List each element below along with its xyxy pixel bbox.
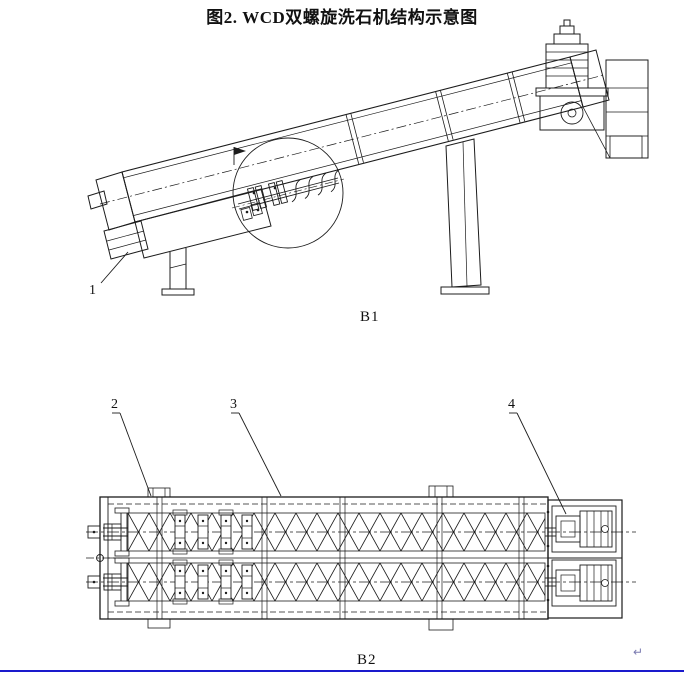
caption-b2: B2: [357, 652, 377, 668]
b1-detail-circle: [231, 137, 345, 249]
b2-lifting-lugs: [147, 485, 454, 631]
b1-overflow-box: [103, 220, 149, 260]
part-label-2: 2: [111, 397, 118, 412]
b2-leader-part2: [112, 412, 152, 497]
b2-leader-part4: [509, 412, 567, 515]
b2-leader-part3: [231, 412, 282, 497]
b1-side-view-drawing: [87, 19, 649, 296]
b1-center-axis: [99, 74, 605, 205]
b2-spiral-auger-bottom: [103, 562, 556, 602]
b1-support-column: [440, 138, 490, 295]
page-bottom-rule: [0, 670, 684, 672]
b2-left-bearings: [87, 507, 130, 607]
b1-feed-end: [87, 171, 272, 259]
b1-drive-motor: [535, 19, 609, 131]
b1-weld-flag: [233, 147, 246, 165]
paragraph-return-mark: ↵: [633, 645, 644, 659]
b1-discharge-frame: [569, 49, 649, 159]
b1-trough-body: [121, 56, 584, 223]
b2-plan-view-drawing: [86, 412, 636, 631]
part-label-1: 1: [89, 283, 96, 298]
part-label-4: 4: [508, 397, 515, 412]
caption-b1: B1: [360, 309, 380, 325]
b1-leader-part1: [100, 251, 129, 284]
b2-spiral-auger-top: [103, 512, 556, 552]
figure-title: 图2. WCD双螺旋洗石机结构示意图: [206, 8, 478, 27]
b1-spiral-flights: [291, 169, 340, 203]
part-label-3: 3: [230, 397, 237, 412]
b2-shaft-couplings: [172, 509, 253, 605]
b1-front-legs: [161, 248, 195, 296]
b2-drive-units: [546, 499, 623, 619]
